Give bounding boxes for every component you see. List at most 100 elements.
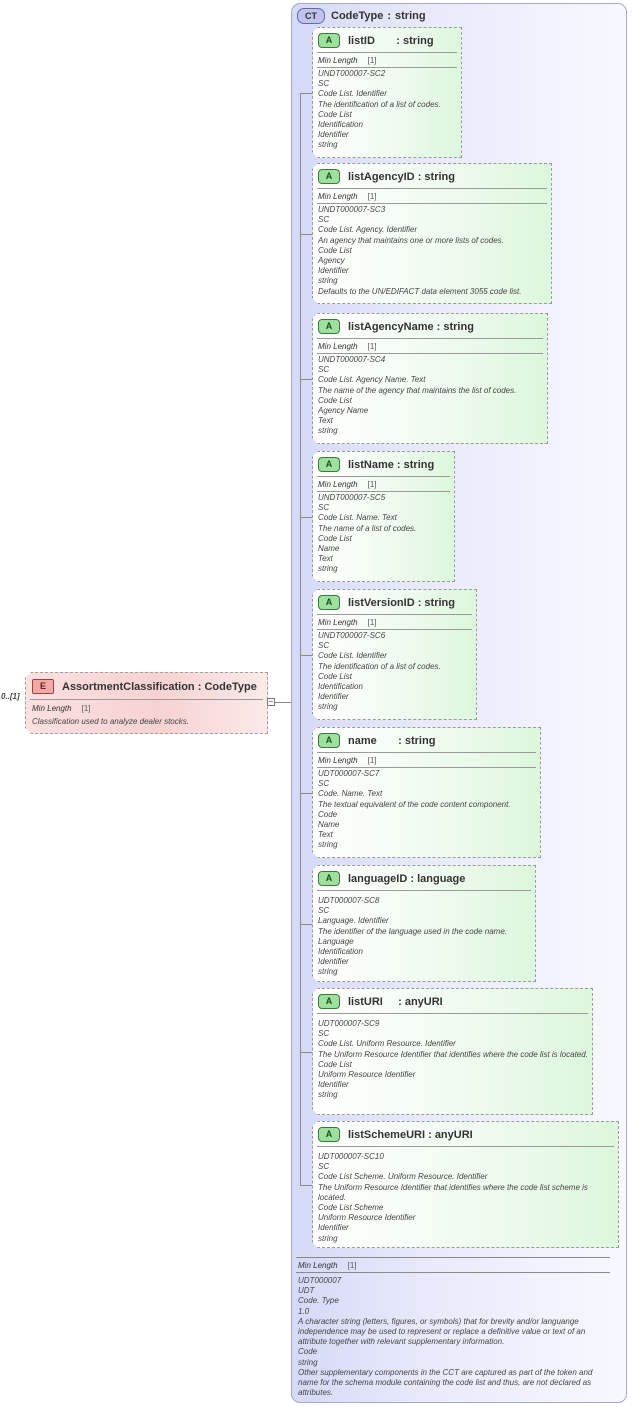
doc-line: Code List. Name. Text	[318, 513, 397, 523]
attribute-title: listSchemeURI : anyURI	[348, 1129, 473, 1141]
facet-label: Min Length	[318, 480, 358, 489]
doc-line: The textual equivalent of the code conte…	[318, 799, 511, 809]
complex-type-title: CodeType:string	[331, 10, 426, 22]
doc-line: A character string (letters, figures, or…	[298, 1316, 586, 1347]
element-documentation: Classification used to analyze dealer st…	[32, 717, 189, 726]
type-separator: :	[425, 1128, 435, 1141]
facet-value: [1]	[81, 704, 91, 713]
complex-type-facet: Min Length[1]	[298, 1261, 357, 1270]
attribute-facet: Min Length [1]	[318, 342, 377, 351]
attribute-name: listName	[348, 458, 394, 471]
facet-label: Min Length	[318, 342, 358, 351]
doc-line: Text	[318, 554, 333, 564]
attribute-connector	[300, 924, 312, 925]
type-separator: :	[393, 34, 404, 47]
attribute-title: languageID : language	[348, 873, 465, 885]
doc-line: UNDT000007-SC3	[318, 205, 386, 214]
doc-line: Code List	[318, 395, 352, 405]
attribute-type: anyURI	[434, 1128, 473, 1141]
doc-line: string	[298, 1357, 318, 1367]
doc-line: The identification of a list of codes.	[318, 99, 441, 109]
doc-line: Code	[318, 809, 338, 819]
attribute-name: listSchemeURI	[348, 1128, 426, 1141]
doc-line: Language	[318, 936, 354, 946]
collapse-toggle-icon[interactable]: −	[267, 697, 275, 706]
doc-line: Uniform Resource Identifier	[318, 1213, 416, 1223]
facet-value: [1]	[367, 342, 377, 351]
doc-line: string	[318, 426, 338, 436]
attribute-divider	[317, 629, 472, 630]
complex-type-name: CodeType	[331, 10, 384, 22]
doc-line: Code List Scheme. Uniform Resource. Iden…	[318, 1172, 488, 1182]
footer-divider	[296, 1257, 610, 1258]
doc-line: Identifier	[318, 130, 349, 140]
doc-line: UNDT000007-SC2	[318, 69, 386, 78]
doc-line: Code. Type	[298, 1296, 339, 1306]
attribute-title: listAgencyID : string	[348, 171, 455, 183]
doc-line: string	[318, 702, 338, 712]
attribute-type: string	[424, 596, 455, 609]
doc-line: SC	[318, 641, 330, 651]
attribute-facet: Min Length[1]	[318, 756, 377, 765]
doc-line: Identification	[318, 120, 363, 130]
facet-label: Min Length	[32, 704, 72, 713]
type-separator: :	[197, 680, 205, 693]
doc-line: UDT	[298, 1286, 315, 1296]
type-separator: :	[433, 320, 444, 333]
element-name: AssortmentClassification	[62, 680, 195, 693]
doc-line: The Uniform Resource Identifier that ide…	[318, 1182, 588, 1202]
facet-label: Min Length	[318, 756, 358, 765]
attribute-divider	[317, 338, 543, 339]
connector-line	[275, 702, 300, 703]
doc-line: Code List Scheme	[318, 1203, 384, 1213]
type-separator: :	[414, 170, 425, 183]
doc-line: UNDT000007-SC5	[318, 493, 386, 502]
doc-line: Code List	[318, 245, 352, 255]
element-cardinality: 0..[1]	[1, 692, 20, 701]
facet-label: Min Length	[318, 192, 358, 201]
doc-line: Identifier	[318, 692, 349, 702]
attribute-type: string	[403, 458, 435, 471]
doc-line: Agency	[318, 256, 345, 266]
doc-line: SC	[318, 906, 330, 916]
doc-line: SC	[318, 79, 330, 89]
element-assortment-classification[interactable]: E AssortmentClassification : CodeType Mi…	[25, 672, 268, 734]
type-separator: :	[407, 872, 418, 885]
attribute-connector	[300, 655, 312, 656]
doc-line: The name of a list of codes.	[318, 523, 417, 533]
doc-line: SC	[318, 779, 330, 789]
element-facet: Min Length [1]	[32, 704, 91, 713]
doc-line: string	[318, 1233, 338, 1243]
attribute-type: string	[404, 734, 436, 747]
facet-value: [1]	[367, 480, 377, 489]
doc-line: Text	[318, 830, 333, 840]
doc-line: Identification	[318, 682, 363, 692]
doc-line: Defaults to the UN/EDIFACT data element …	[318, 286, 522, 296]
doc-line: Code List. Agency Name. Text	[318, 375, 426, 385]
complex-type-badge-icon: CT	[297, 8, 325, 24]
doc-line: Identifier	[318, 1080, 349, 1090]
attribute-name: languageID	[348, 872, 408, 885]
attribute-badge-icon: A	[318, 994, 340, 1009]
attribute-name: listID	[348, 34, 394, 47]
attribute-connector	[300, 379, 312, 380]
attribute-name: listVersionID	[348, 596, 415, 609]
doc-line: The identifier of the language used in t…	[318, 926, 508, 936]
attribute-facet: Min Length [1]	[318, 480, 377, 489]
attribute-title: listAgencyName : string	[348, 321, 474, 333]
doc-line: UNDT000007-SC6	[318, 631, 386, 640]
